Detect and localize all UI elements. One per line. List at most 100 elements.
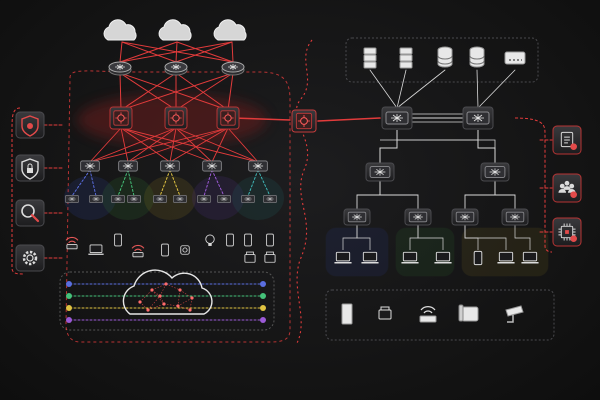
- switch-icon[interactable]: [118, 160, 138, 172]
- firewall-switch-link: [175, 127, 213, 163]
- switch-icon[interactable]: [455, 211, 475, 223]
- firewall-switch-link: [120, 127, 259, 163]
- device-body: [15, 244, 45, 272]
- rack-unit: [399, 54, 413, 62]
- voip-phone-icon[interactable]: [458, 304, 479, 322]
- laptop-icon[interactable]: [88, 244, 104, 255]
- edge-link: [232, 117, 291, 121]
- wifi-waves: [65, 236, 79, 244]
- access-endpoint-link: [464, 225, 507, 250]
- switch-icon[interactable]: [173, 195, 187, 203]
- monitor-icon[interactable]: [521, 251, 539, 264]
- search-icon[interactable]: [21, 204, 40, 223]
- phone-base: [461, 306, 479, 322]
- switch-icon[interactable]: [197, 195, 211, 203]
- handset: [114, 233, 122, 247]
- switch-icon[interactable]: [484, 166, 506, 178]
- users-alert-icon[interactable]: [558, 180, 577, 198]
- switch-icon[interactable]: [369, 166, 391, 178]
- switch-icon[interactable]: [202, 160, 222, 172]
- switch-arrows: [206, 162, 218, 170]
- switch-arrows: [352, 213, 362, 221]
- rack-unit: [363, 54, 377, 62]
- chip-alert-icon[interactable]: [558, 223, 577, 242]
- firewall-icon[interactable]: [295, 112, 313, 130]
- threat-shield-icon[interactable]: [21, 115, 39, 137]
- wifi-router-icon[interactable]: [419, 306, 437, 323]
- thermostat-icon[interactable]: [244, 251, 256, 263]
- mesh-node: [190, 296, 194, 300]
- switch-icon[interactable]: [241, 195, 255, 203]
- gear-icon[interactable]: [22, 250, 38, 266]
- printer-icon[interactable]: [378, 306, 392, 320]
- switch-icon[interactable]: [248, 160, 268, 172]
- wifi-access-point-icon[interactable]: [131, 244, 145, 258]
- router-icon[interactable]: [164, 61, 188, 76]
- server-tower-icon[interactable]: [341, 303, 353, 325]
- clipboard-alert-icon[interactable]: [560, 131, 577, 150]
- tablet-icon[interactable]: [226, 233, 234, 247]
- switch-icon[interactable]: [408, 211, 428, 223]
- phone-icon[interactable]: [244, 233, 252, 247]
- alert-badge: [570, 235, 577, 242]
- router-icon[interactable]: [108, 61, 132, 76]
- phone-icon[interactable]: [473, 250, 483, 266]
- switch-arrows: [92, 196, 100, 202]
- fabric-endpoint: [260, 281, 266, 287]
- switch-icon[interactable]: [80, 160, 100, 172]
- monitor-icon[interactable]: [334, 251, 352, 264]
- switch-icon[interactable]: [89, 195, 103, 203]
- shackle: [27, 163, 33, 168]
- security-tool-tile[interactable]: [15, 199, 45, 227]
- database-icon[interactable]: [469, 46, 485, 68]
- monitor-icon[interactable]: [361, 251, 379, 264]
- database-icon[interactable]: [437, 46, 453, 68]
- cloud-shape: [103, 19, 137, 41]
- camera-icon[interactable]: [180, 245, 190, 255]
- firewall-icon[interactable]: [220, 110, 236, 126]
- firewall-icon[interactable]: [113, 110, 129, 126]
- firewall-core: [224, 114, 232, 122]
- switch-icon[interactable]: [505, 211, 525, 223]
- monitor-icon[interactable]: [497, 251, 515, 264]
- core-switch-icon[interactable]: [466, 111, 490, 125]
- bulb: [205, 234, 215, 244]
- server-rack-icon[interactable]: [399, 47, 413, 69]
- switch-icon[interactable]: [153, 195, 167, 203]
- server-rack-icon[interactable]: [363, 47, 377, 69]
- wifi-access-point-icon[interactable]: [65, 236, 79, 250]
- switch-arrows: [244, 196, 252, 202]
- core-dist-link: [477, 130, 496, 165]
- body: [264, 254, 276, 263]
- switch-icon[interactable]: [127, 195, 141, 203]
- switch-icon[interactable]: [263, 195, 277, 203]
- cloud-outline: [122, 269, 213, 315]
- monitor-icon[interactable]: [401, 251, 419, 264]
- firewall-icon[interactable]: [168, 110, 184, 126]
- security-tool-tile[interactable]: [15, 244, 45, 272]
- router-body: [419, 315, 437, 323]
- screen: [335, 251, 351, 262]
- tablet-icon[interactable]: [266, 233, 274, 247]
- lightbulb-icon[interactable]: [205, 234, 215, 246]
- phone-icon[interactable]: [161, 243, 169, 257]
- printer-icon[interactable]: [264, 251, 276, 263]
- lock-shield-icon[interactable]: [21, 158, 39, 180]
- storage-appliance-icon[interactable]: [504, 51, 526, 65]
- switch-arrows: [374, 168, 386, 176]
- switch-icon[interactable]: [111, 195, 125, 203]
- lines: [564, 136, 570, 144]
- switch-arrows: [220, 196, 228, 202]
- switch-icon[interactable]: [217, 195, 231, 203]
- phone-icon[interactable]: [114, 233, 122, 247]
- monitor-icon[interactable]: [434, 251, 452, 264]
- fabric-endpoint: [260, 317, 266, 323]
- switch-icon[interactable]: [160, 160, 180, 172]
- security-camera-icon[interactable]: [505, 305, 524, 323]
- core-switch-icon[interactable]: [385, 111, 409, 125]
- cloud-shape: [213, 19, 247, 41]
- switch-icon[interactable]: [65, 195, 79, 203]
- switch-leaf-link: [127, 169, 135, 197]
- router-icon[interactable]: [221, 61, 245, 76]
- switch-icon[interactable]: [347, 211, 367, 223]
